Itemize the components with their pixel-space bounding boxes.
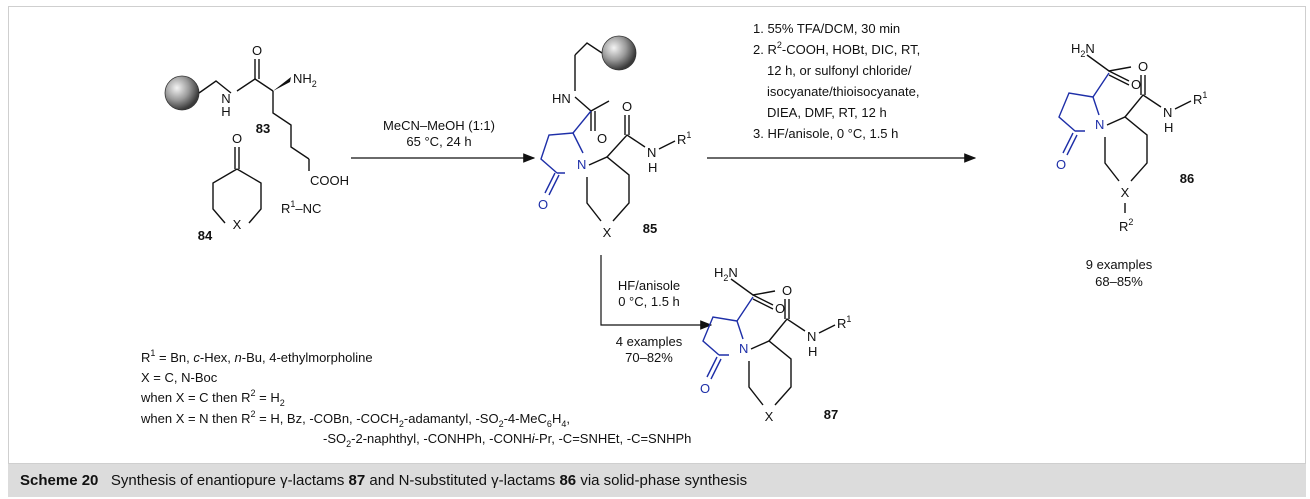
atom-n: N <box>647 145 656 160</box>
condition-line-6: 3. HF/anisole, 0 °C, 1.5 h <box>753 126 898 141</box>
result-87-yield: 70–82% <box>625 350 673 365</box>
condition-line-3: 12 h, or sulfonyl chloride/ <box>767 63 912 78</box>
definition-x: X = C, N-Boc <box>141 370 218 385</box>
atom-n: N <box>221 91 230 106</box>
r1-substituent: R1 <box>677 130 691 147</box>
atom-h: H <box>808 344 817 359</box>
r1-substituent: R1 <box>837 314 851 331</box>
compound-number-87: 87 <box>824 407 838 422</box>
condition-line-1: 1. 55% TFA/DCM, 30 min <box>753 21 900 36</box>
condition-step1-line1: MeCN–MeOH (1:1) <box>383 118 495 133</box>
result-87-examples: 4 examples <box>616 334 683 349</box>
atom-o-blue: O <box>700 381 710 396</box>
scheme-caption: Scheme 20 Synthesis of enantiopure γ-lac… <box>8 464 1306 497</box>
atom-o: O <box>252 43 262 58</box>
atom-o: O <box>775 301 785 316</box>
atom-n: N <box>1163 105 1172 120</box>
atom-hn: HN <box>552 91 571 106</box>
compound-87-structure: H2N O N O X O N H R1 87 <box>700 265 851 424</box>
substituent-definitions: R1 = Bn, c-Hex, n-Bu, 4-ethylmorpholine … <box>140 348 691 449</box>
condition-step1-line2: 65 °C, 24 h <box>406 134 471 149</box>
atom-x: X <box>603 225 612 240</box>
atom-n-blue: N <box>1095 117 1104 132</box>
atom-o: O <box>622 99 632 114</box>
atom-o: O <box>232 131 242 146</box>
resin-bead-icon <box>601 35 637 71</box>
compound-86-structure: H2N O N O X R2 O N H R1 86 <box>1056 41 1207 234</box>
condition-down-line2: 0 °C, 1.5 h <box>618 294 680 309</box>
compound-number-86: 86 <box>1180 171 1194 186</box>
compound-number-83: 83 <box>256 121 270 136</box>
condition-line-5: DIEA, DMF, RT, 12 h <box>767 105 887 120</box>
caption-text-3: via solid-phase synthesis <box>576 472 748 489</box>
result-86-yield: 68–85% <box>1095 274 1143 289</box>
atom-o: O <box>597 131 607 146</box>
definition-r1: R1 = Bn, c-Hex, n-Bu, 4-ethylmorpholine <box>141 348 373 365</box>
compound-84-structure: O X 84 R1–NC <box>198 131 322 243</box>
isonitrile-reagent: R1–NC <box>281 199 321 216</box>
atom-o: O <box>1138 59 1148 74</box>
atom-h2n: H2N <box>1071 41 1095 59</box>
atom-nh2: NH2 <box>293 71 317 89</box>
conditions-top: 1. 55% TFA/DCM, 30 min 2. R2-COOH, HOBt,… <box>753 21 920 141</box>
definition-when-n-line1: when X = N then R2 = H, Bz, -COBn, -COCH… <box>140 409 570 429</box>
compound-number-85: 85 <box>643 221 657 236</box>
definition-when-n-line2: -SO2-2-naphthyl, -CONHPh, -CONHi-Pr, -C=… <box>323 431 691 449</box>
compound-85-structure: HN O N O X O N H R1 85 <box>538 35 691 240</box>
atom-h: H <box>1164 120 1173 135</box>
resin-bead-icon <box>164 75 200 111</box>
caption-compound-87: 87 <box>348 472 366 489</box>
compound-83-structure: N H O NH2 83 COOH <box>164 43 349 188</box>
atom-x: X <box>765 409 774 424</box>
reaction-arrow-3 <box>600 255 713 330</box>
caption-label: Scheme 20 <box>20 472 99 489</box>
condition-line-4: isocyanate/thioisocyanate, <box>767 84 919 99</box>
atom-h2n: H2N <box>714 265 738 283</box>
r2-substituent: R2 <box>1119 217 1133 234</box>
atom-h: H <box>648 160 657 175</box>
atom-cooh: COOH <box>310 173 349 188</box>
atom-n-blue: N <box>577 157 586 172</box>
caption-compound-86: 86 <box>559 472 577 489</box>
condition-down-line1: HF/anisole <box>618 278 680 293</box>
atom-x: X <box>233 217 242 232</box>
caption-text-2: and N-substituted γ-lactams <box>365 472 560 489</box>
atom-n: N <box>807 329 816 344</box>
reaction-scheme: N H O NH2 83 COOH O X 84 R1–NC MeCN–MeOH… <box>140 21 1207 449</box>
scheme-frame: N H O NH2 83 COOH O X 84 R1–NC MeCN–MeOH… <box>8 6 1306 464</box>
condition-line-2: 2. R2-COOH, HOBt, DIC, RT, <box>753 40 920 57</box>
atom-o: O <box>1131 77 1141 92</box>
compound-number-84: 84 <box>198 228 213 243</box>
caption-text-1: Synthesis of enantiopure γ-lactams <box>110 472 349 489</box>
atom-o-blue: O <box>1056 157 1066 172</box>
result-86-examples: 9 examples <box>1086 257 1153 272</box>
atom-x: X <box>1121 185 1130 200</box>
r1-substituent: R1 <box>1193 90 1207 107</box>
atom-n-blue: N <box>739 341 748 356</box>
atom-o-blue: O <box>538 197 548 212</box>
atom-h: H <box>221 104 230 119</box>
atom-o: O <box>782 283 792 298</box>
definition-when-c: when X = C then R2 = H2 <box>140 388 285 408</box>
